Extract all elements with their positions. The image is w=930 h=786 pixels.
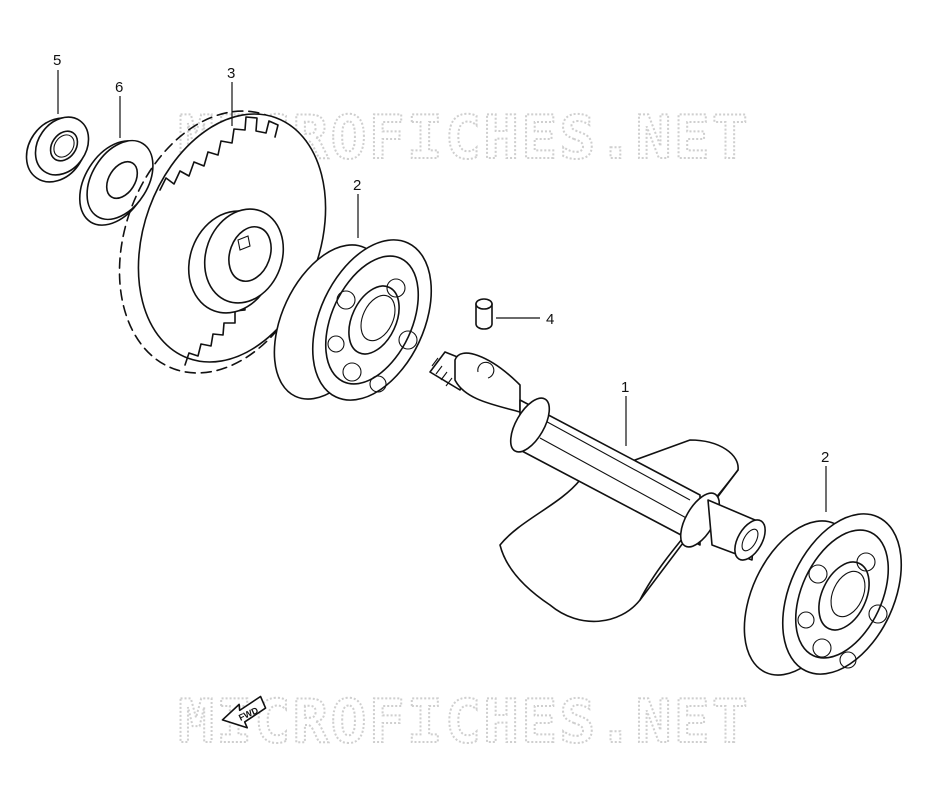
callout-1: 1 — [621, 379, 629, 396]
callout-4: 4 — [546, 311, 554, 328]
part-2-bearing-lower[interactable] — [722, 495, 925, 693]
part-4-pin[interactable] — [475, 298, 493, 330]
callout-2-lower: 2 — [821, 449, 829, 466]
part-3-gear[interactable] — [85, 83, 359, 402]
watermark-bottom: MICROFICHES.NET — [178, 687, 750, 757]
part-5-nut[interactable] — [14, 107, 99, 194]
fwd-arrow: FWD — [221, 695, 267, 729]
callout-6: 6 — [115, 79, 123, 96]
callout-3: 3 — [227, 65, 235, 82]
callout-2-upper: 2 — [353, 177, 361, 194]
part-1-shaft[interactable] — [428, 340, 771, 623]
callout-5: 5 — [53, 52, 61, 69]
part-2-bearing-upper[interactable] — [252, 221, 455, 419]
